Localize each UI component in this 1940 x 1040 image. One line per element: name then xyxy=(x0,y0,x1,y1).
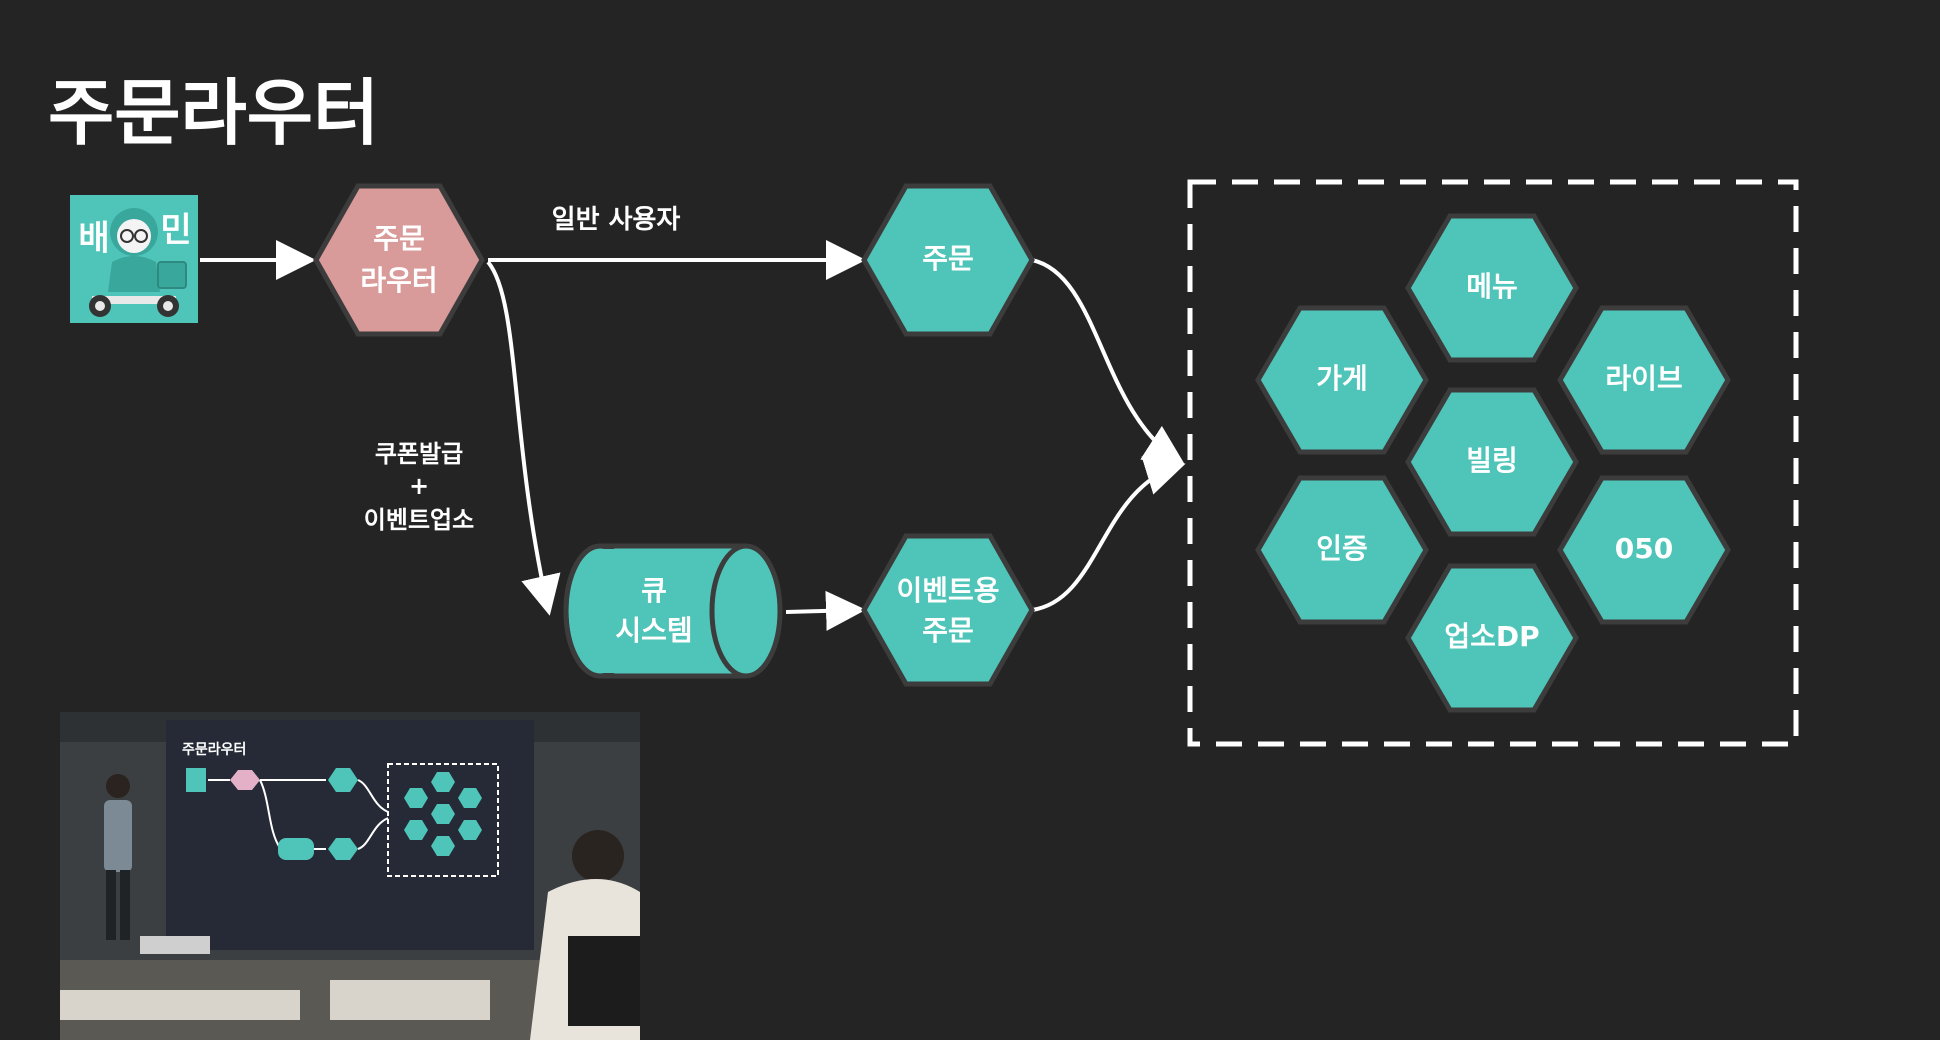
service-hexagon xyxy=(1557,305,1731,455)
node-order: 주문 xyxy=(861,183,1035,337)
service-node: 업소DP xyxy=(1405,563,1579,713)
service-hexagon xyxy=(1255,305,1429,455)
queue-line-1: 큐 xyxy=(641,574,667,607)
service-node: 메뉴 xyxy=(1405,213,1579,363)
arrow-order-to-services xyxy=(1031,258,1185,465)
service-node: 인증 xyxy=(1255,475,1429,625)
arrow-router-to-queue xyxy=(486,260,561,616)
edge-label-event-store: 이벤트업소 xyxy=(364,506,474,534)
delivery-rider-icon xyxy=(89,208,187,317)
presenter-figure xyxy=(104,774,132,940)
logo-text-left: 배 xyxy=(78,219,109,259)
services-boundary xyxy=(1187,179,1799,747)
node-event-order: 이벤트용 주문 xyxy=(861,533,1035,687)
service-label: 가게 xyxy=(1316,362,1368,395)
service-label: 메뉴 xyxy=(1466,270,1518,303)
audience-figure xyxy=(530,830,640,1040)
page-title: 주문라우터 xyxy=(48,71,379,155)
video-thumbnail: 주문라우터 xyxy=(60,712,640,1040)
service-node: 라이브 xyxy=(1557,305,1731,455)
router-line-2: 라우터 xyxy=(360,264,437,297)
service-node: 가게 xyxy=(1255,305,1429,455)
edge-label-general-user: 일반 사용자 xyxy=(552,205,681,235)
service-hexagon xyxy=(1255,475,1429,625)
service-hexagon xyxy=(1405,213,1579,363)
service-label: 업소DP xyxy=(1444,620,1539,653)
node-queue-system: 큐 시스템 xyxy=(563,543,783,679)
event-order-line-1: 이벤트용 xyxy=(896,574,999,607)
edge-label-plus: + xyxy=(409,472,429,500)
service-label: 빌링 xyxy=(1466,444,1518,477)
queue-line-2: 시스템 xyxy=(615,614,692,647)
service-label: 050 xyxy=(1615,532,1673,565)
arrow-queue-to-event-order xyxy=(785,590,866,631)
baemin-logo: 배 민 xyxy=(70,195,198,323)
service-hexagon xyxy=(1405,563,1579,713)
service-label: 인증 xyxy=(1316,532,1368,565)
edges xyxy=(200,240,1186,631)
event-order-line-2: 주문 xyxy=(922,614,974,647)
logo-text-right: 민 xyxy=(160,211,191,251)
service-node: 빌링 xyxy=(1405,387,1579,537)
edge-label-coupon: 쿠폰발급 xyxy=(375,440,463,468)
thumbnail-slide-title: 주문라우터 xyxy=(182,742,246,758)
order-label: 주문 xyxy=(922,242,974,275)
service-node: 050 xyxy=(1557,475,1731,625)
service-hexagon xyxy=(1405,387,1579,537)
arrow-event-order-to-services xyxy=(1031,456,1186,612)
router-line-1: 주문 xyxy=(373,222,425,255)
node-order-router: 주문 라우터 xyxy=(313,183,485,337)
service-label: 라이브 xyxy=(1605,362,1682,395)
service-hexagon xyxy=(1557,475,1731,625)
